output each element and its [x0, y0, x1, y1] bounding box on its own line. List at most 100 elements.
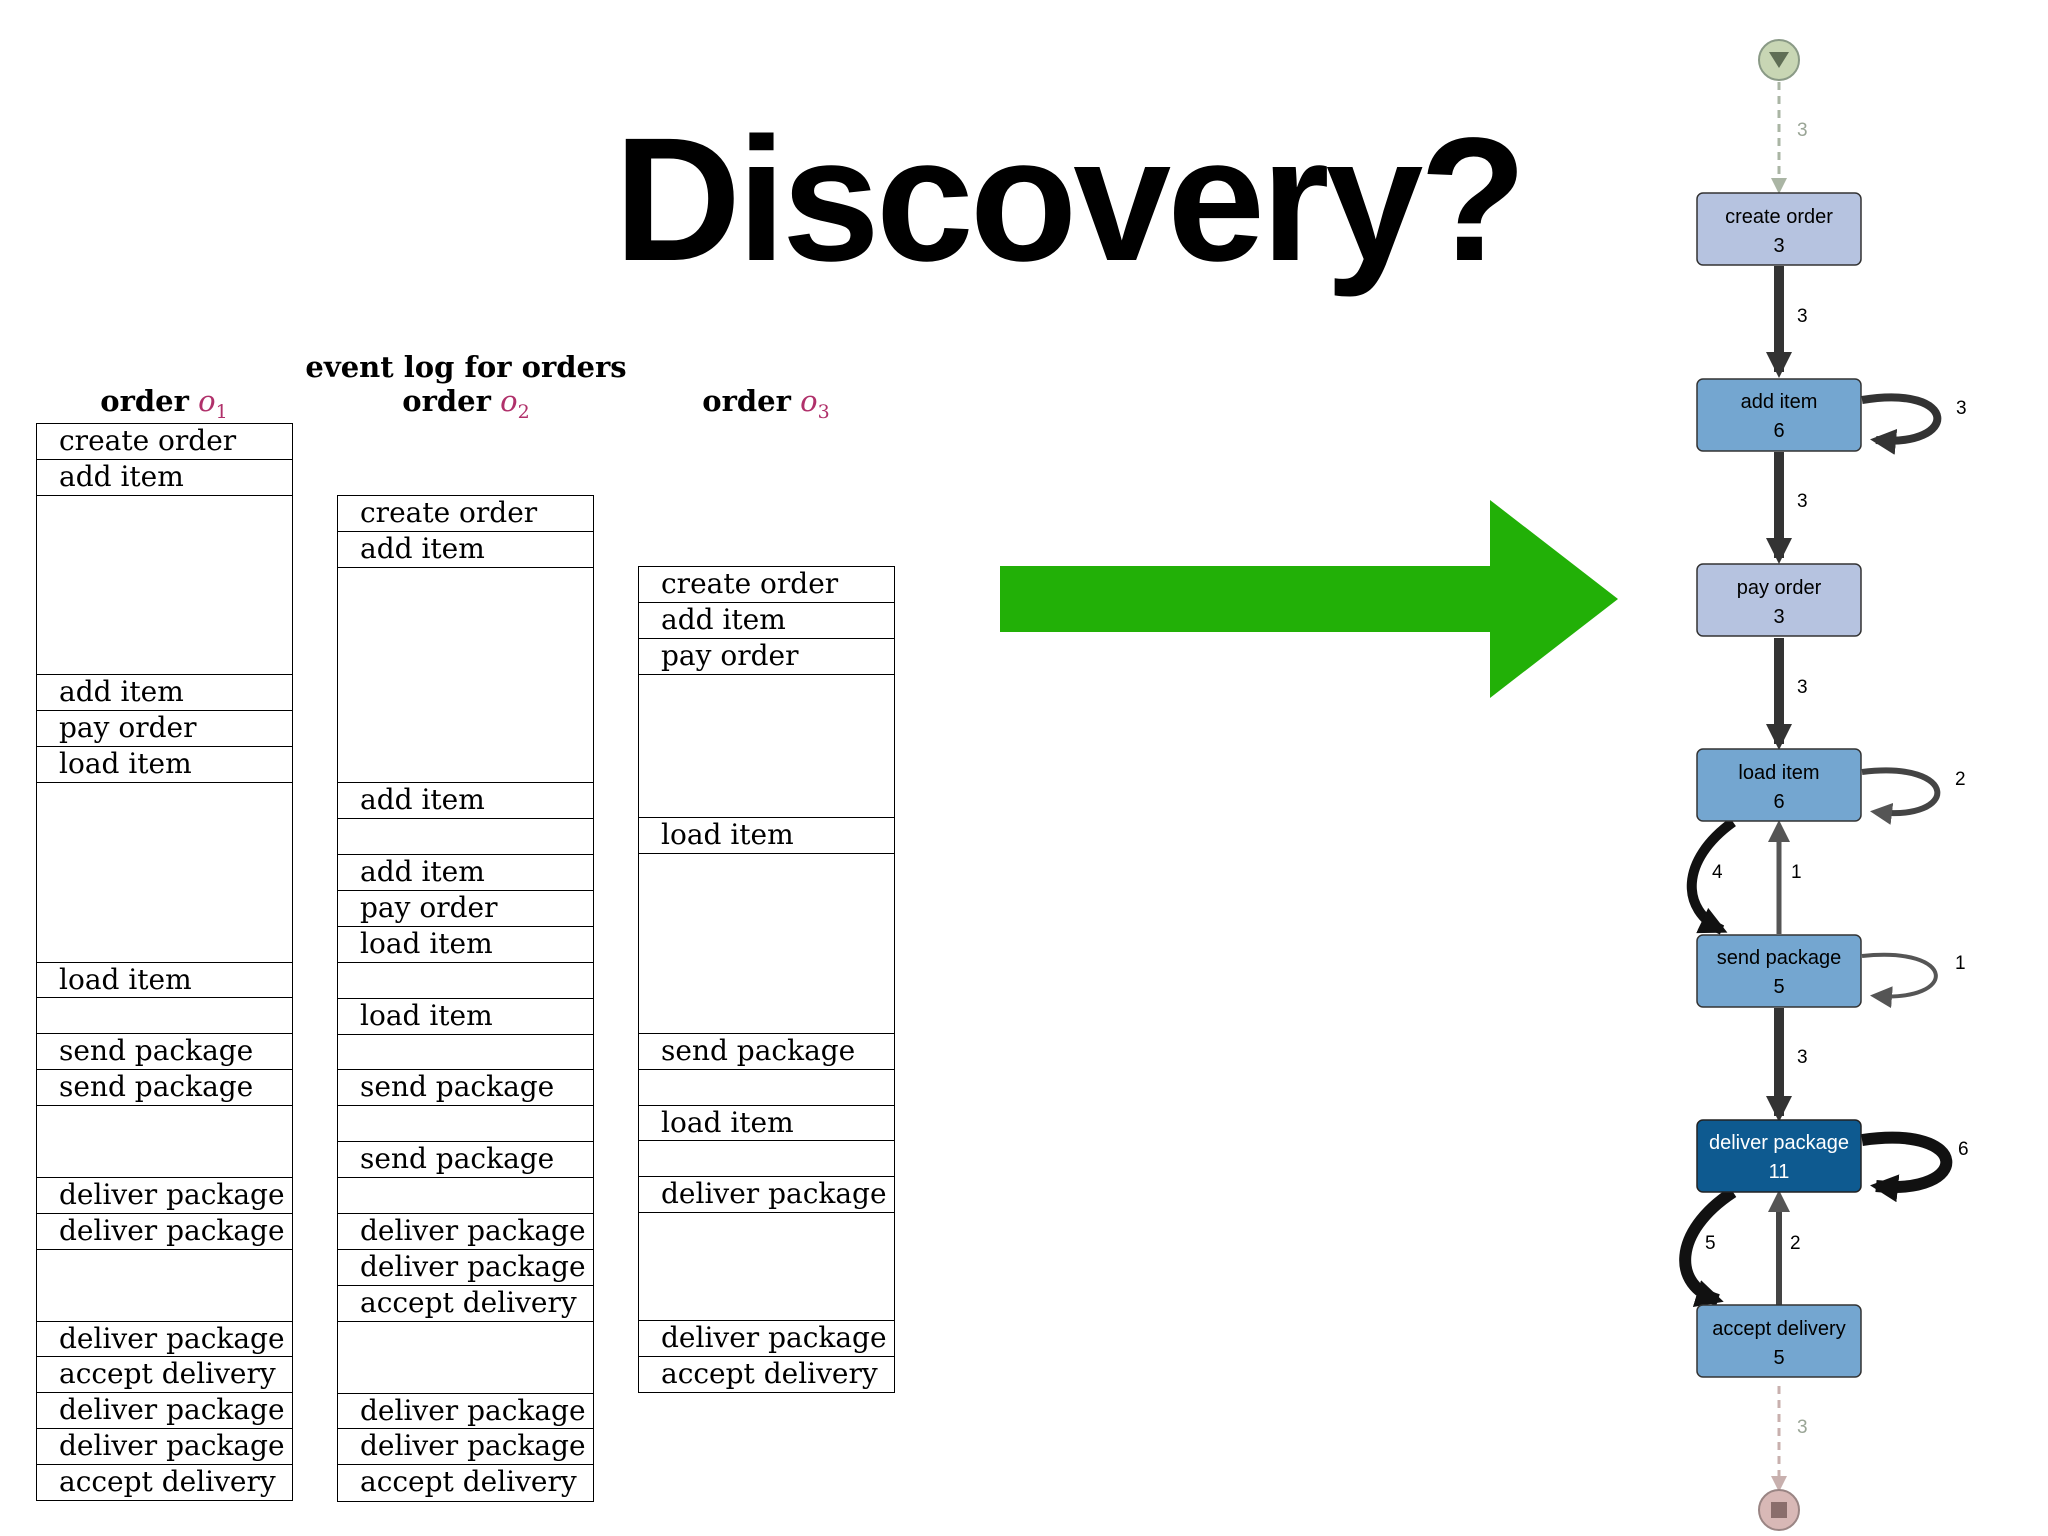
edge-label: 2 [1955, 769, 1966, 790]
log-event-cell: add item [36, 674, 293, 712]
column-header-o2: order o2 [336, 384, 596, 423]
event-log-heading: event log for orders [305, 350, 627, 384]
node-label: send package [1717, 947, 1842, 969]
node-count: 3 [1773, 606, 1784, 628]
object-symbol: o [500, 384, 518, 418]
log-gap-cell [36, 782, 293, 963]
log-event-cell: deliver package [36, 1428, 293, 1466]
node-count: 6 [1773, 420, 1784, 442]
node-load-item[interactable]: load item 6 [1696, 748, 1862, 822]
object-subscript: 2 [517, 400, 530, 423]
node-label: pay order [1737, 577, 1822, 599]
column-label: order [702, 384, 791, 418]
log-gap-cell [36, 997, 293, 1035]
edge-label: 5 [1705, 1233, 1716, 1254]
log-event-cell: create order [337, 495, 594, 533]
log-gap-cell [337, 1105, 594, 1143]
self-loop-add-item [1861, 393, 1942, 455]
node-label: deliver package [1709, 1132, 1849, 1154]
log-event-cell: accept delivery [36, 1464, 293, 1502]
node-label: accept delivery [1712, 1318, 1845, 1340]
log-event-cell: accept delivery [337, 1464, 594, 1502]
edge-label: 3 [1797, 1047, 1808, 1068]
log-event-cell: add item [337, 854, 594, 892]
log-event-cell: add item [337, 530, 594, 569]
log-gap-cell [36, 494, 293, 676]
log-event-cell: deliver package [337, 1428, 594, 1466]
node-count: 3 [1773, 235, 1784, 257]
log-gap-cell [638, 1140, 895, 1178]
node-count: 11 [1769, 1161, 1790, 1183]
object-symbol: o [800, 384, 818, 418]
log-event-cell: send package [36, 1069, 293, 1107]
column-header-o3: order o3 [636, 384, 896, 423]
log-event-cell: load item [36, 746, 293, 784]
log-event-cell: load item [638, 1104, 895, 1142]
log-event-cell: pay order [36, 710, 293, 748]
edge-label: 3 [1956, 398, 1967, 419]
object-symbol: o [198, 384, 216, 418]
stop-square-icon [1771, 1502, 1787, 1518]
log-event-cell: deliver package [36, 1176, 293, 1215]
log-event-cell: deliver package [36, 1320, 293, 1358]
node-deliver-package[interactable]: deliver package 11 [1696, 1119, 1862, 1193]
node-send-package[interactable]: send package 5 [1696, 934, 1862, 1008]
column-label: order [100, 384, 189, 418]
log-event-cell: send package [36, 1033, 293, 1071]
self-loop-send-package [1861, 952, 1938, 1009]
edge-label-end: 3 [1797, 1417, 1808, 1438]
node-create-order[interactable]: create order 3 [1696, 192, 1862, 266]
node-label: add item [1741, 391, 1818, 413]
log-event-cell: deliver package [337, 1213, 594, 1251]
log-gap-cell [337, 1177, 594, 1215]
node-count: 5 [1773, 976, 1784, 998]
edge-label-start: 3 [1797, 120, 1808, 141]
log-gap-cell [337, 1320, 594, 1394]
edge-label: 3 [1797, 306, 1808, 327]
node-box [1696, 1304, 1862, 1378]
node-label: load item [1738, 762, 1819, 784]
node-accept-delivery[interactable]: accept delivery 5 [1696, 1304, 1862, 1378]
node-label: create order [1725, 206, 1833, 228]
object-subscript: 1 [215, 400, 228, 423]
log-event-cell: add item [337, 782, 594, 820]
log-event-cell: deliver package [638, 1319, 895, 1358]
log-event-cell: deliver package [337, 1392, 594, 1430]
log-gap-cell [337, 566, 594, 784]
edge-label: 4 [1712, 862, 1723, 883]
log-event-cell: accept delivery [638, 1355, 895, 1394]
edge-load-item-send-package [1686, 817, 1736, 935]
log-event-cell: deliver package [638, 1176, 895, 1214]
log-event-cell: load item [337, 997, 594, 1035]
object-subscript: 3 [817, 400, 830, 423]
node-count: 6 [1773, 791, 1784, 813]
edge-label: 3 [1797, 677, 1808, 698]
node-box [1696, 192, 1862, 266]
log-event-cell: add item [638, 601, 895, 640]
self-loop-deliver-package [1861, 1131, 1953, 1203]
log-event-cell: load item [337, 925, 594, 964]
edge-deliver-package-accept-delivery [1679, 1186, 1737, 1307]
start-node [1758, 39, 1800, 81]
log-event-cell: create order [638, 566, 895, 604]
log-gap-cell [337, 1033, 594, 1071]
node-box [1696, 748, 1862, 822]
log-event-cell: accept delivery [36, 1356, 293, 1394]
edge-label: 1 [1955, 953, 1966, 974]
self-loop-load-item [1861, 767, 1941, 825]
slide-title: Discovery? [614, 102, 1527, 298]
node-add-item[interactable]: add item 6 [1696, 378, 1862, 452]
node-box [1696, 1119, 1862, 1193]
node-count: 5 [1773, 1347, 1784, 1369]
edge-label: 1 [1791, 862, 1802, 883]
log-gap-cell [638, 853, 895, 1035]
node-pay-order[interactable]: pay order 3 [1696, 563, 1862, 637]
log-event-cell: pay order [638, 637, 895, 676]
node-box [1696, 563, 1862, 637]
column-header-o1: order o1 [34, 384, 294, 423]
edge-label: 6 [1958, 1139, 1969, 1160]
edge-label: 3 [1797, 491, 1808, 512]
